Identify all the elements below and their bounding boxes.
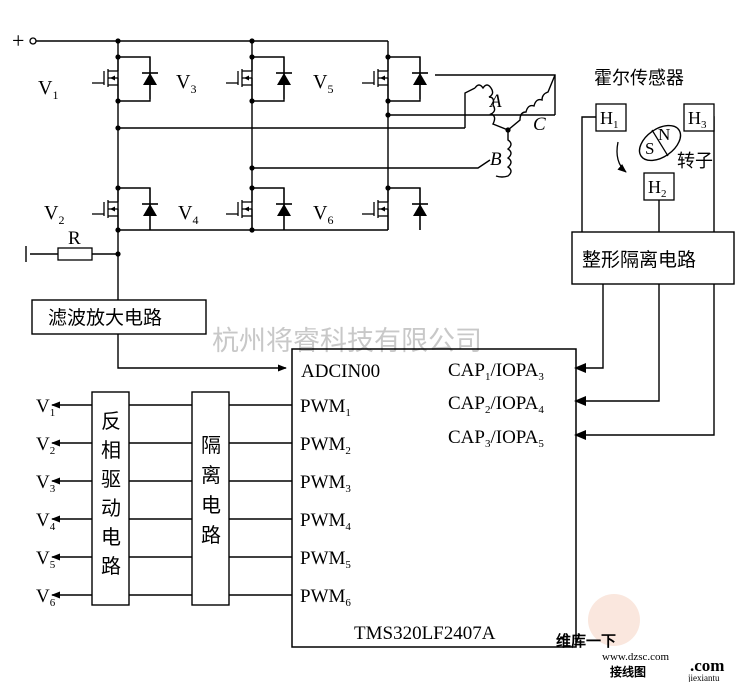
shunt-resistor <box>57 247 93 261</box>
pwm-pin-4: PWM4 <box>300 510 351 533</box>
label-v3: V3 <box>176 71 196 96</box>
isolation-char: 电 <box>201 493 221 517</box>
output-v2: V2 <box>36 434 55 457</box>
isolation-char: 隔 <box>201 433 221 457</box>
pwm-pin-3: PWM3 <box>300 472 351 495</box>
logo-line1: 维库一下 <box>556 632 616 650</box>
isolation-box <box>191 391 230 606</box>
rotor-label: 转子 <box>677 151 713 172</box>
pwm-pin-5: PWM5 <box>300 548 351 571</box>
diode-v4 <box>275 187 293 231</box>
dsp-chip-box <box>291 348 577 648</box>
mosfet-v2 <box>91 187 119 231</box>
shaping-isolation-box <box>571 231 735 285</box>
cap-pins: CAP1/IOPA3 CAP2/IOPA4 CAP3/IOPA5 <box>448 360 544 450</box>
label-v2: V2 <box>44 202 64 227</box>
logo-line3: 接线图 <box>610 664 646 679</box>
output-v4: V4 <box>36 510 56 533</box>
resistor-label: R <box>68 228 81 249</box>
chip-name: TMS320LF2407A <box>354 623 496 644</box>
inv-driver-char: 相 <box>101 438 121 462</box>
hall-h2-box <box>643 172 675 201</box>
mosfet-v3 <box>225 56 253 100</box>
phase-c-label: C <box>533 114 546 135</box>
mosfet-v6 <box>361 187 389 231</box>
logo-line4: .com <box>690 656 724 675</box>
shaping-isolation-label: 整形隔离电路 <box>582 249 696 271</box>
output-v5: V5 <box>36 548 56 571</box>
phase-b-label: B <box>490 149 502 170</box>
hall-h2-label: H2 <box>648 177 667 200</box>
rotor-magnet: S N <box>638 124 682 162</box>
output-v3: V3 <box>36 472 56 495</box>
dc-plus-rail: + <box>12 28 388 53</box>
plus-label: + <box>12 28 24 53</box>
hall-sensor-title: 霍尔传感器 <box>594 68 684 89</box>
inverting-driver-box <box>91 391 130 606</box>
isolation-label: 隔离电路 <box>201 433 221 547</box>
cap1-pin: CAP1/IOPA3 <box>448 360 544 383</box>
hall-h1-label: H1 <box>600 108 619 131</box>
pwm-pin-2: PWM2 <box>300 434 351 457</box>
hall-h3-label: H3 <box>688 108 707 131</box>
pwm-pin-1: PWM1 <box>300 396 351 419</box>
diode-v6 <box>411 187 429 231</box>
pwm-pin-6: PWM6 <box>300 586 351 609</box>
mosfet-v5 <box>361 56 389 100</box>
pole-n: N <box>658 125 670 144</box>
logo-line5: jiexiantu <box>687 673 720 682</box>
diode-v2 <box>141 187 159 231</box>
logo-line2: www.dzsc.com <box>602 651 670 663</box>
hall-h1-box <box>595 103 627 132</box>
cap3-pin: CAP3/IOPA5 <box>448 427 544 450</box>
diode-v5 <box>411 56 429 100</box>
mosfet-v4 <box>225 187 253 231</box>
mosfet-v1 <box>91 56 119 100</box>
cap-arrowheads <box>574 363 586 440</box>
label-v6: V6 <box>313 202 333 227</box>
watermark: 杭州将睿科技有限公司 <box>212 326 482 357</box>
filter-amp-label: 滤波放大电路 <box>48 307 162 329</box>
label-v5: V5 <box>313 71 333 96</box>
label-v4: V4 <box>178 202 198 227</box>
bridge-wiring <box>25 41 555 300</box>
diode-v1 <box>141 56 159 100</box>
diode-v3 <box>275 56 293 100</box>
motor-windings <box>435 74 556 178</box>
output-v1: V1 <box>36 396 55 419</box>
adc-arrow <box>117 334 287 372</box>
plus-terminal <box>29 37 37 45</box>
pole-s: S <box>645 139 654 158</box>
output-v6: V6 <box>36 586 56 609</box>
star-point <box>505 127 511 133</box>
label-v1: V1 <box>38 77 58 102</box>
inv-driver-char: 路 <box>101 554 121 578</box>
phase-a-label: A <box>488 91 502 112</box>
adcin-label: ADCIN00 <box>301 361 380 382</box>
filter-amp-box <box>31 299 207 335</box>
inv-driver-char: 驱 <box>101 467 121 491</box>
isolation-char: 离 <box>201 463 221 487</box>
hall-h3-box <box>683 103 715 132</box>
inv-driver-char: 电 <box>101 525 121 549</box>
cap2-pin: CAP2/IOPA4 <box>448 393 544 416</box>
inv-driver-char: 反 <box>101 409 121 433</box>
isolation-char: 路 <box>201 523 221 547</box>
junction-dots <box>115 38 391 257</box>
inv-driver-char: 动 <box>101 496 121 520</box>
rotation-arrow <box>616 141 627 173</box>
site-logo: 维库一下 www.dzsc.com 接线图 .com jiexiantu <box>556 594 724 682</box>
